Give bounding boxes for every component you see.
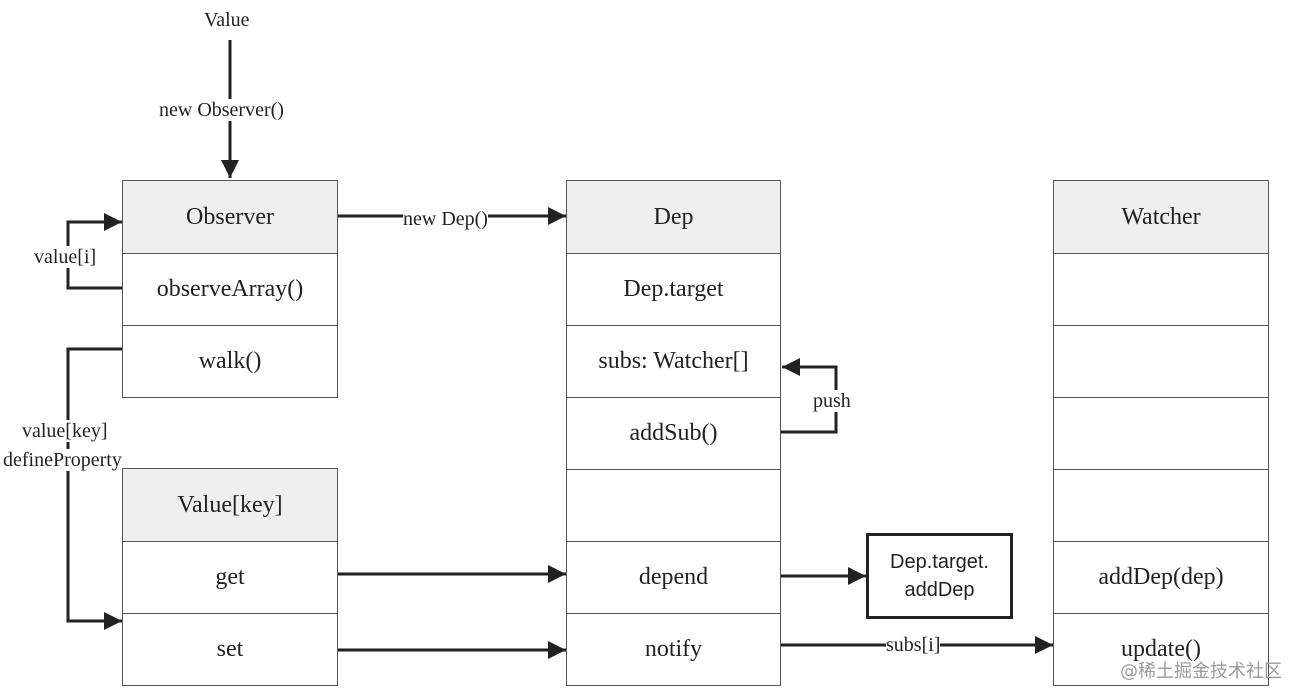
watcher-empty-row [1054,253,1268,325]
observer-title: Observer [123,181,337,253]
watcher-empty-row [1054,325,1268,397]
label-push: push [813,390,851,412]
dep-title: Dep [567,181,780,253]
value-key-box: Value[key] get set [122,468,338,686]
label-subs-i: subs[i] [886,634,941,656]
label-define-property: defineProperty [3,449,122,471]
observer-walk: walk() [123,325,337,397]
watcher-title: Watcher [1054,181,1268,253]
label-value-key: value[key] [22,420,108,442]
dep-subs: subs: Watcher[] [567,325,780,397]
dep-target: Dep.target [567,253,780,325]
dep-box: Dep Dep.target subs: Watcher[] addSub() … [566,180,781,686]
label-value-i: value[i] [34,246,97,268]
watermark: @稀土掘金技术社区 [1120,661,1282,682]
dep-add-sub: addSub() [567,397,780,469]
watcher-empty-row [1054,469,1268,541]
dep-empty-row [567,469,780,541]
watcher-update: update() [1054,613,1268,685]
arrow-walk-to-set [66,347,122,630]
value-key-title: Value[key] [123,469,337,541]
watcher-empty-row [1054,397,1268,469]
value-key-get: get [123,541,337,613]
watcher-add-dep: addDep(dep) [1054,541,1268,613]
label-new-dep: new Dep() [403,208,488,230]
watcher-box: Watcher addDep(dep) update() [1053,180,1269,686]
dep-depend: depend [567,541,780,613]
observer-observe-array: observeArray() [123,253,337,325]
label-value: Value [204,9,250,31]
dep-target-add-dep-callout: Dep.target. addDep [866,533,1013,619]
observer-box: Observer observeArray() walk() [122,180,338,398]
label-new-observer: new Observer() [159,99,284,121]
callout-line-2: addDep [904,579,975,601]
dep-notify: notify [567,613,780,685]
value-key-set: set [123,613,337,685]
callout-line-1: Dep.target. [890,551,989,573]
